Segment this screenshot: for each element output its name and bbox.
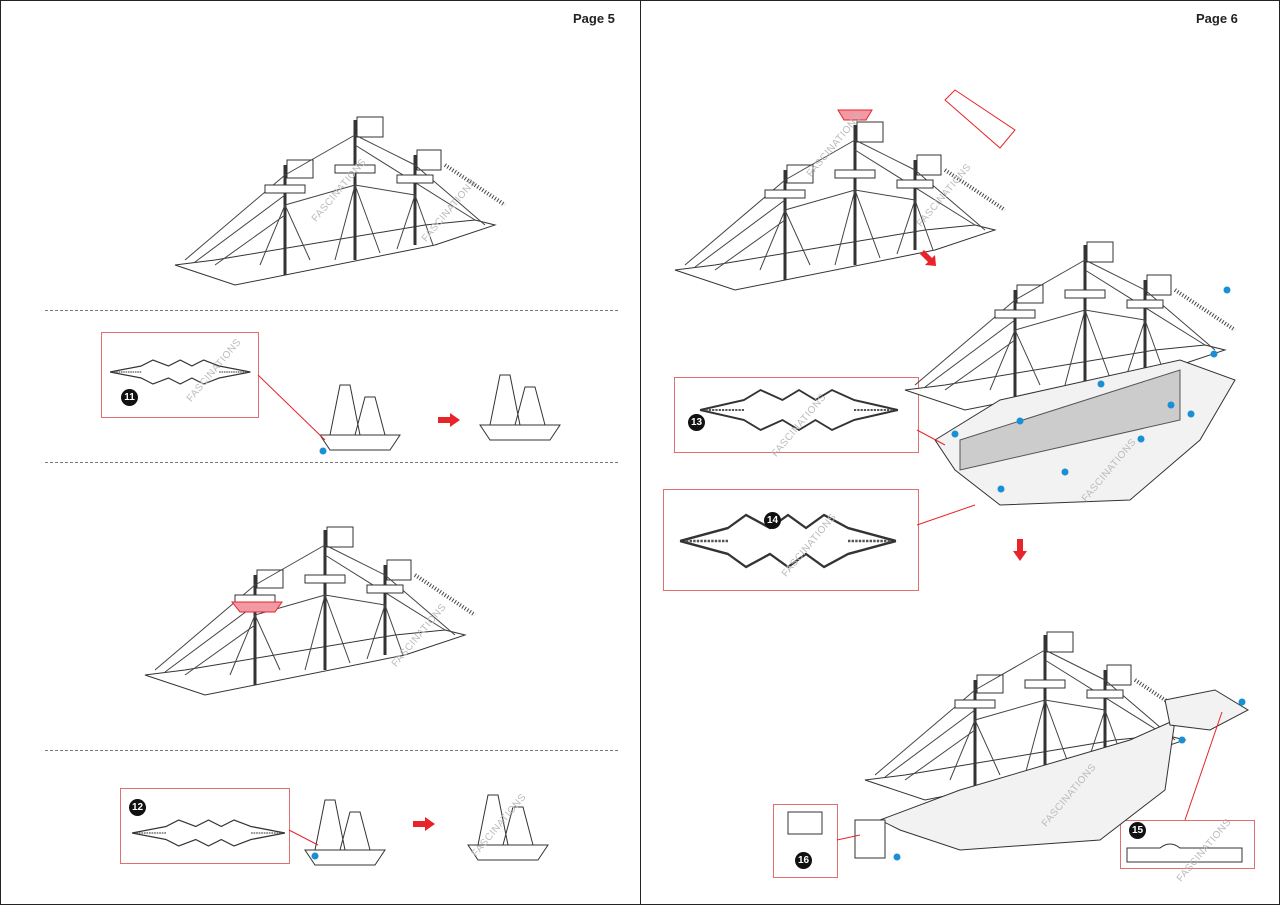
step-number-16: 16 [795, 852, 812, 869]
step-number-15: 15 [1129, 822, 1146, 839]
step-number-12: 12 [129, 799, 146, 816]
page-5-label: Page 5 [573, 11, 615, 26]
step-number-14: 14 [764, 512, 781, 529]
step-number-13: 13 [688, 414, 705, 431]
page-6-label: Page 6 [1196, 11, 1238, 26]
section-divider [45, 310, 618, 311]
step-number-11: 11 [121, 389, 138, 406]
section-divider [45, 750, 618, 751]
section-divider [45, 462, 618, 463]
